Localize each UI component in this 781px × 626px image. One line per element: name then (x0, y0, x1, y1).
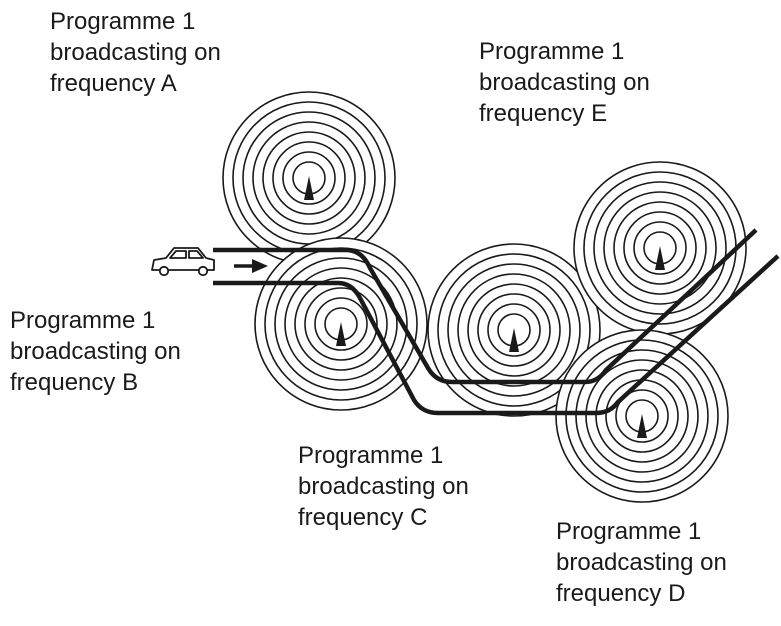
coverage-ring (274, 257, 408, 391)
coverage-ring (613, 201, 707, 295)
coverage-zone-d (555, 329, 729, 503)
station-label-e: Programme 1 broadcasting on frequency E (479, 36, 650, 129)
label-frequency: frequency C (298, 504, 428, 531)
coverage-ring (457, 273, 571, 387)
transmitter-tower-icon (637, 414, 647, 438)
coverage-ring (615, 389, 669, 443)
road-edge-lower (213, 254, 780, 416)
road-edge-upper (213, 228, 758, 385)
coverage-ring (477, 293, 551, 367)
coverage-ring (487, 303, 541, 357)
coverage-ring (555, 329, 729, 503)
label-programme: Programme 1 (10, 307, 156, 334)
coverage-ring (447, 263, 581, 397)
coverage-ring (314, 297, 368, 351)
coverage-ring (585, 359, 699, 473)
label-broadcasting: broadcasting on (50, 39, 221, 66)
label-frequency: frequency A (50, 70, 177, 97)
station-label-a: Programme 1 broadcasting on frequency A (50, 6, 221, 99)
coverage-ring (272, 141, 346, 215)
coverage-ring (623, 211, 697, 285)
coverage-ring (254, 237, 428, 411)
coverage-zone-a (222, 91, 396, 265)
car-icon (151, 247, 215, 277)
label-frequency: frequency E (479, 100, 608, 127)
label-broadcasting: broadcasting on (298, 473, 469, 500)
coverage-ring (575, 349, 709, 483)
coverage-zone-e (573, 161, 747, 335)
coverage-ring (284, 267, 398, 381)
station-label-b: Programme 1 broadcasting on frequency B (10, 305, 181, 398)
arrow-right-icon (234, 259, 268, 273)
coverage-ring (593, 181, 727, 315)
label-programme: Programme 1 (298, 442, 444, 469)
station-label-d: Programme 1 broadcasting on frequency D (556, 516, 727, 609)
coverage-ring (595, 369, 689, 463)
label-programme: Programme 1 (479, 38, 625, 65)
transmitter-tower-icon (336, 322, 346, 346)
coverage-ring (603, 191, 717, 305)
coverage-ring (467, 283, 561, 377)
road (213, 228, 780, 416)
coverage-ring (252, 121, 366, 235)
label-programme: Programme 1 (556, 518, 702, 545)
transmitter-tower-icon (304, 176, 314, 200)
label-broadcasting: broadcasting on (10, 338, 181, 365)
coverage-ring (294, 277, 388, 371)
label-programme: Programme 1 (50, 8, 196, 35)
transmitter-tower-icon (509, 328, 519, 352)
coverage-ring (304, 287, 378, 361)
coverage-zone-c (427, 243, 601, 417)
label-broadcasting: broadcasting on (479, 69, 650, 96)
transmitter-tower-icon (655, 246, 665, 270)
station-label-c: Programme 1 broadcasting on frequency C (298, 440, 469, 533)
coverage-ring (437, 253, 591, 407)
coverage-ring (282, 151, 336, 205)
label-frequency: frequency D (556, 580, 686, 607)
coverage-ring (262, 131, 356, 225)
coverage-ring (565, 339, 719, 493)
coverage-ring (427, 243, 601, 417)
label-frequency: frequency B (10, 369, 139, 396)
label-broadcasting: broadcasting on (556, 549, 727, 576)
coverage-ring (633, 221, 687, 275)
